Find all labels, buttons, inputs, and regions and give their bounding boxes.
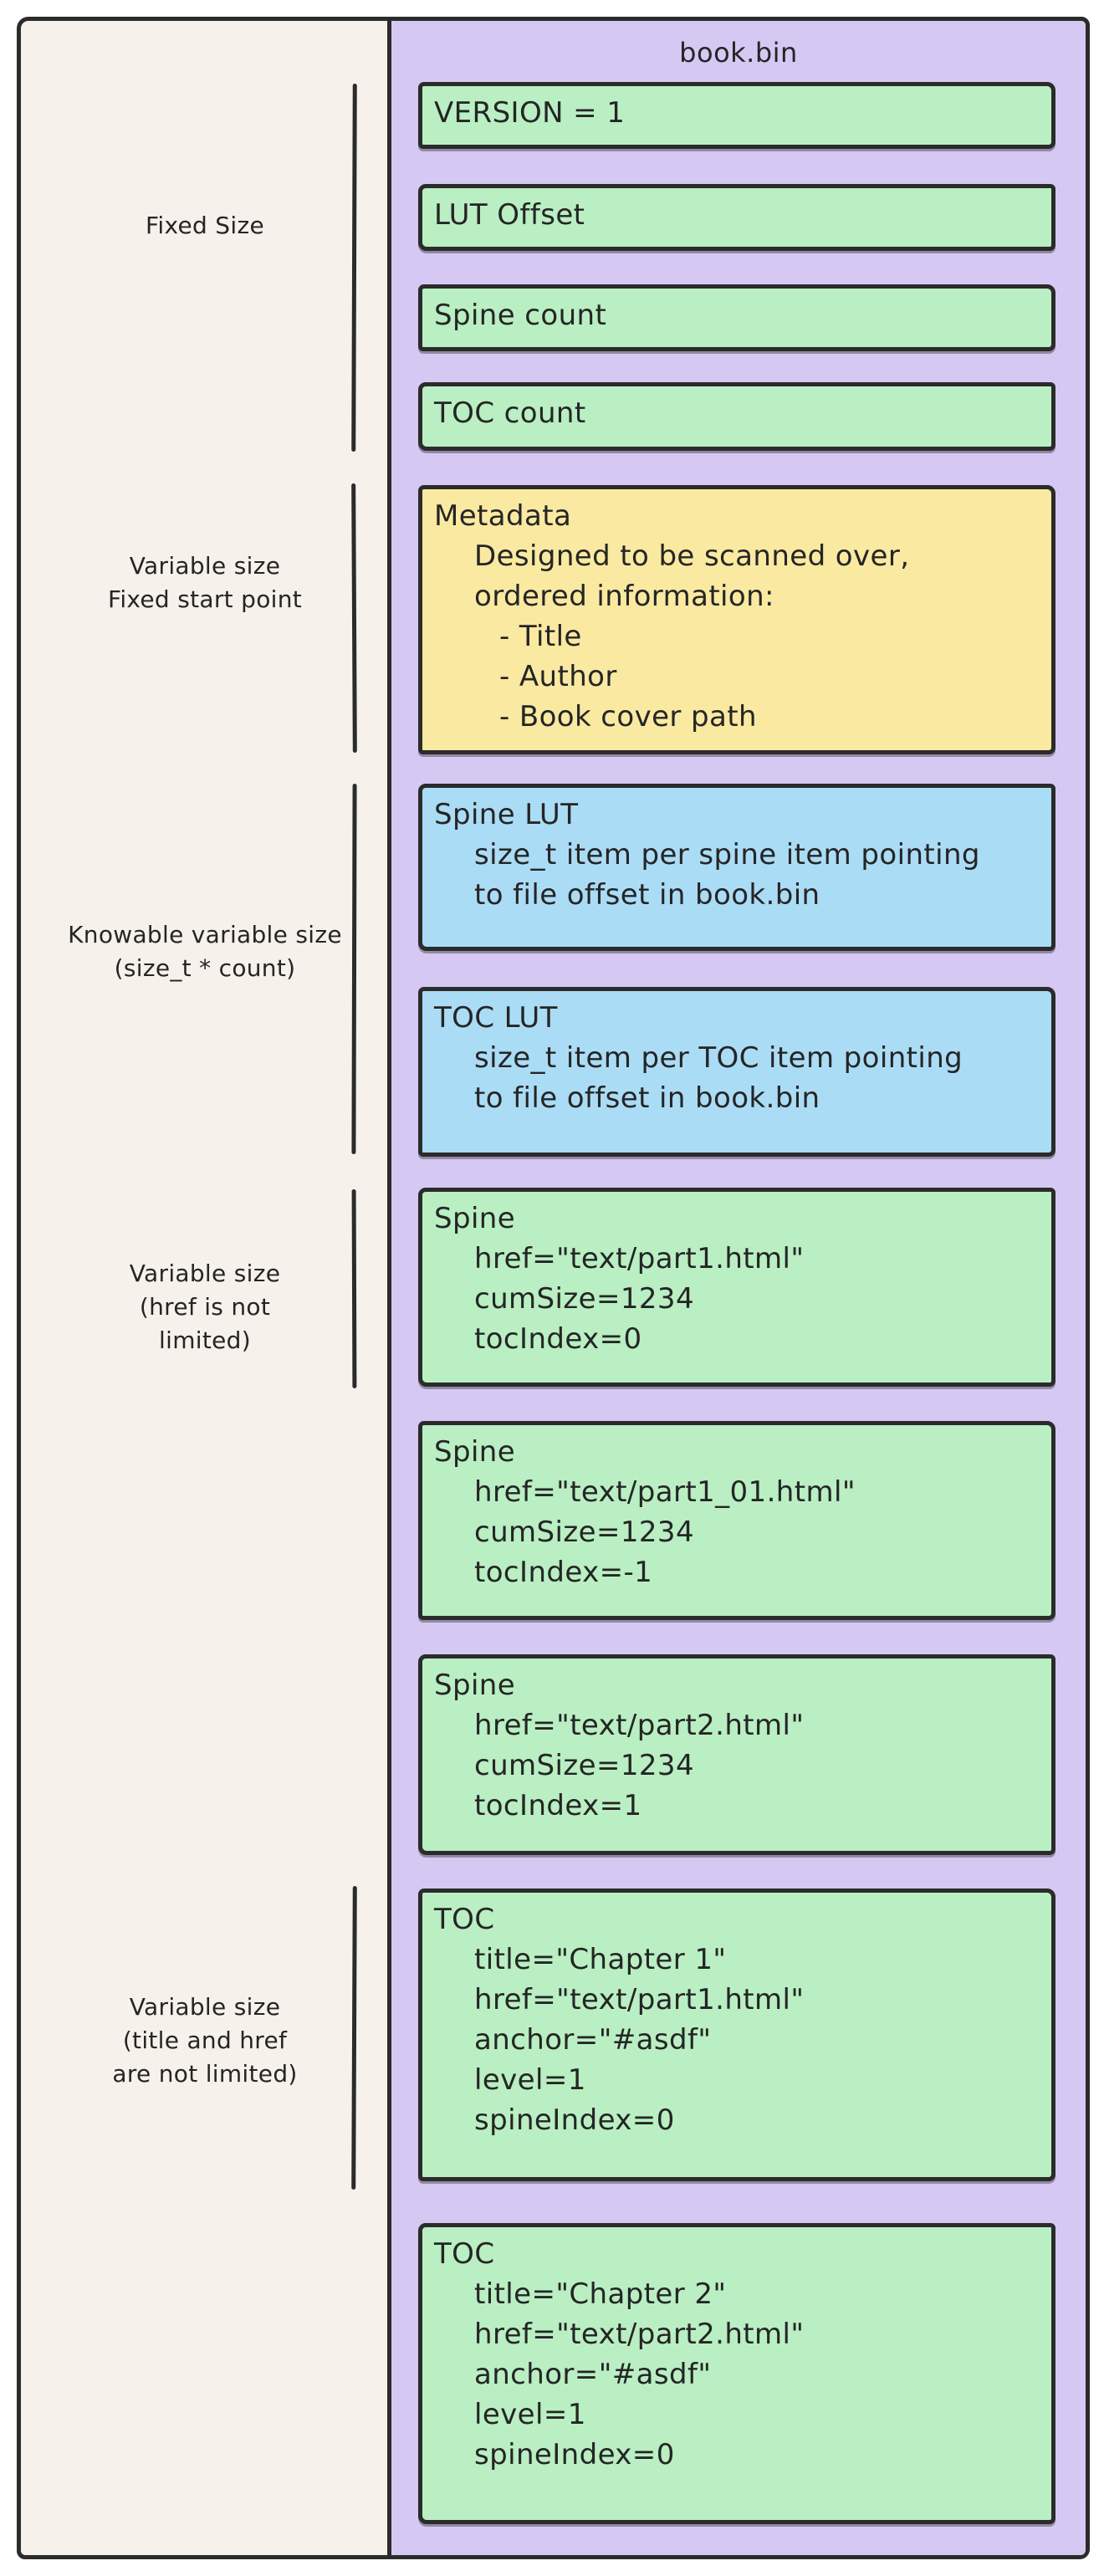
field-text: Metadata xyxy=(434,499,572,533)
field-text: LUT Offset xyxy=(434,198,585,232)
bracket-variable-fixed-start xyxy=(351,483,357,754)
field-box-spine-count: Spine count xyxy=(418,284,1055,351)
label-line: (size_t * count) xyxy=(114,954,296,982)
label-line: Knowable variable size xyxy=(68,921,342,948)
label-line: Variable size xyxy=(129,552,281,580)
field-box-toc-lut: TOC LUT size_t item per TOC item pointin… xyxy=(418,987,1055,1157)
label-line: limited) xyxy=(159,1326,251,1354)
bracket-fixed-size xyxy=(351,83,357,452)
field-text: Spine xyxy=(434,1202,516,1235)
label-line: Fixed Size xyxy=(146,212,264,239)
field-text: size_t item per TOC item pointing xyxy=(474,1041,963,1075)
field-text: VERSION = 1 xyxy=(434,96,626,130)
field-text: href="text/part2.html" xyxy=(474,1709,805,1742)
field-text: TOC xyxy=(434,2237,495,2271)
field-text: cumSize=1234 xyxy=(474,1282,694,1316)
field-text: href="text/part1.html" xyxy=(474,1242,805,1275)
label-line: (title and href xyxy=(122,2027,288,2054)
field-box-toc-2: TOC title="Chapter 2" href="text/part2.h… xyxy=(418,2223,1055,2524)
field-text: title="Chapter 2" xyxy=(474,2277,727,2311)
panel-title: book.bin xyxy=(679,37,798,69)
field-text: tocIndex=-1 xyxy=(474,1556,653,1589)
field-text: size_t item per spine item pointing xyxy=(474,838,980,871)
field-box-version: VERSION = 1 xyxy=(418,82,1055,149)
field-text: TOC count xyxy=(434,396,586,430)
label-variable-title-href: Variable size (title and href are not li… xyxy=(38,1991,372,2091)
field-box-toc-count: TOC count xyxy=(418,382,1055,451)
field-text: anchor="#asdf" xyxy=(474,2023,712,2057)
field-text: level=1 xyxy=(474,2398,586,2431)
field-text: ordered information: xyxy=(474,580,774,613)
field-text: anchor="#asdf" xyxy=(474,2358,712,2391)
field-text: Spine xyxy=(434,1435,516,1469)
field-box-toc-1: TOC title="Chapter 1" href="text/part1.h… xyxy=(418,1889,1055,2181)
field-text: title="Chapter 1" xyxy=(474,1943,727,1976)
label-variable-href: Variable size (href is not limited) xyxy=(38,1257,372,1357)
label-line: (href is not xyxy=(139,1293,271,1321)
field-box-spine-2: Spine href="text/part1_01.html" cumSize=… xyxy=(418,1421,1055,1620)
field-box-spine-3: Spine href="text/part2.html" cumSize=123… xyxy=(418,1654,1055,1855)
label-line: are not limited) xyxy=(112,2060,298,2088)
field-text: - Title xyxy=(499,620,582,653)
field-text: spineIndex=0 xyxy=(474,2438,675,2471)
field-text: href="text/part1_01.html" xyxy=(474,1475,856,1509)
field-text: - Book cover path xyxy=(499,700,757,733)
label-fixed-size: Fixed Size xyxy=(38,209,372,243)
field-text: Spine count xyxy=(434,299,607,332)
field-box-lut-offset: LUT Offset xyxy=(418,184,1055,251)
field-text: spineIndex=0 xyxy=(474,2103,675,2137)
label-variable-fixed-start: Variable size Fixed start point xyxy=(38,549,372,616)
field-text: tocIndex=0 xyxy=(474,1322,642,1356)
label-knowable-variable: Knowable variable size (size_t * count) xyxy=(38,918,372,985)
label-line: Variable size xyxy=(129,1993,281,2021)
field-text: tocIndex=1 xyxy=(474,1789,642,1822)
field-text: Spine xyxy=(434,1669,516,1702)
field-text: - Author xyxy=(499,660,617,693)
field-box-spine-1: Spine href="text/part1.html" cumSize=123… xyxy=(418,1188,1055,1387)
field-text: TOC xyxy=(434,1903,495,1936)
field-text: href="text/part1.html" xyxy=(474,1983,805,2016)
label-line: Variable size xyxy=(129,1260,281,1287)
field-text: Designed to be scanned over, xyxy=(474,539,910,573)
outer-frame: Fixed Size Variable size Fixed start poi… xyxy=(17,17,1090,2559)
field-box-metadata: Metadata Designed to be scanned over, or… xyxy=(418,485,1055,754)
field-text: to file offset in book.bin xyxy=(474,1081,820,1115)
field-box-spine-lut: Spine LUT size_t item per spine item poi… xyxy=(418,784,1055,951)
field-text: TOC LUT xyxy=(434,1001,558,1035)
label-line: Fixed start point xyxy=(107,585,303,613)
field-text: Spine LUT xyxy=(434,798,579,831)
field-text: to file offset in book.bin xyxy=(474,878,820,912)
field-text: level=1 xyxy=(474,2063,586,2097)
field-text: cumSize=1234 xyxy=(474,1515,694,1549)
book-bin-panel: book.bin VERSION = 1 LUT Offset Spine co… xyxy=(387,21,1086,2555)
field-text: cumSize=1234 xyxy=(474,1749,694,1782)
field-text: href="text/part2.html" xyxy=(474,2318,805,2351)
